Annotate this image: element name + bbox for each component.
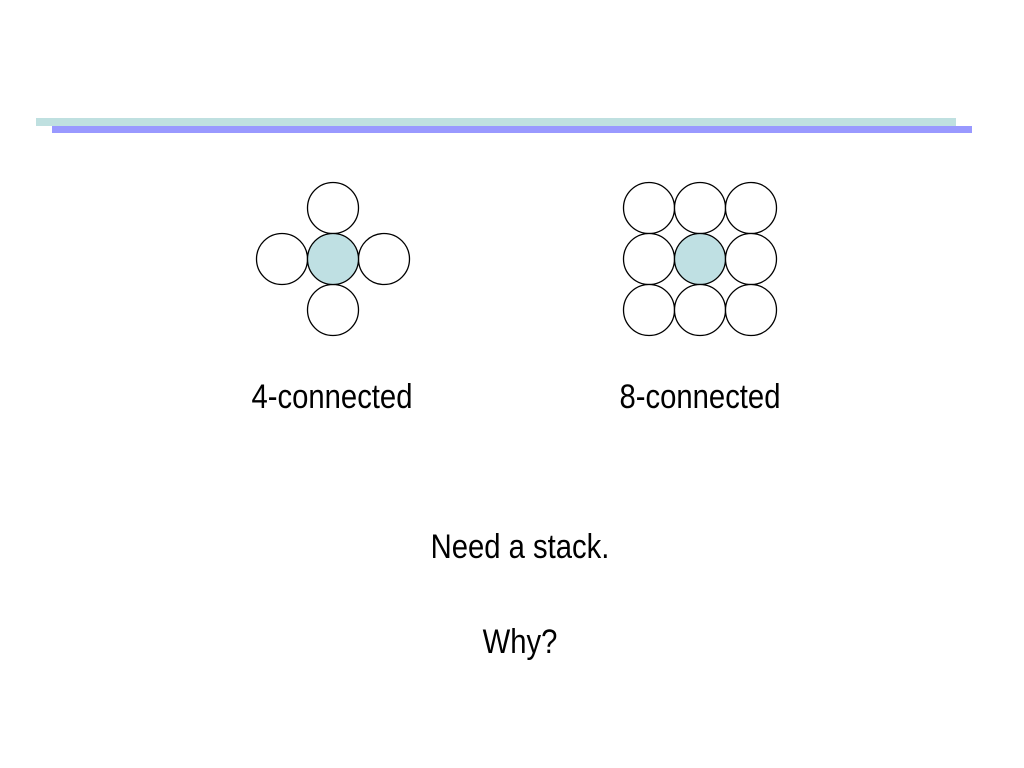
eight-connected-neighbor-pixel	[673, 181, 727, 235]
eight-connected-diagram	[622, 181, 778, 337]
four-connected-label: 4-connected	[251, 378, 413, 416]
eight-connected-neighbor-pixel	[724, 283, 778, 337]
four-connected-neighbor-pixel	[306, 181, 360, 235]
eight-connected-neighbor-pixel	[724, 181, 778, 235]
four-connected-center-pixel	[306, 232, 360, 286]
eight-connected-neighbor-pixel	[622, 232, 676, 286]
need-stack-text: Need a stack.	[430, 528, 610, 566]
eight-connected-neighbor-pixel	[622, 283, 676, 337]
four-connected-neighbor-pixel	[306, 283, 360, 337]
eight-connected-label: 8-connected	[619, 378, 781, 416]
four-connected-neighbor-pixel	[255, 232, 309, 286]
eight-connected-neighbor-pixel	[622, 181, 676, 235]
title-rule-bottom	[52, 126, 972, 133]
why-text: Why?	[482, 623, 558, 661]
eight-connected-center-pixel	[673, 232, 727, 286]
four-connected-neighbor-pixel	[357, 232, 411, 286]
four-connected-diagram	[255, 181, 411, 337]
title-rule-top	[36, 118, 956, 126]
eight-connected-neighbor-pixel	[673, 283, 727, 337]
eight-connected-neighbor-pixel	[724, 232, 778, 286]
